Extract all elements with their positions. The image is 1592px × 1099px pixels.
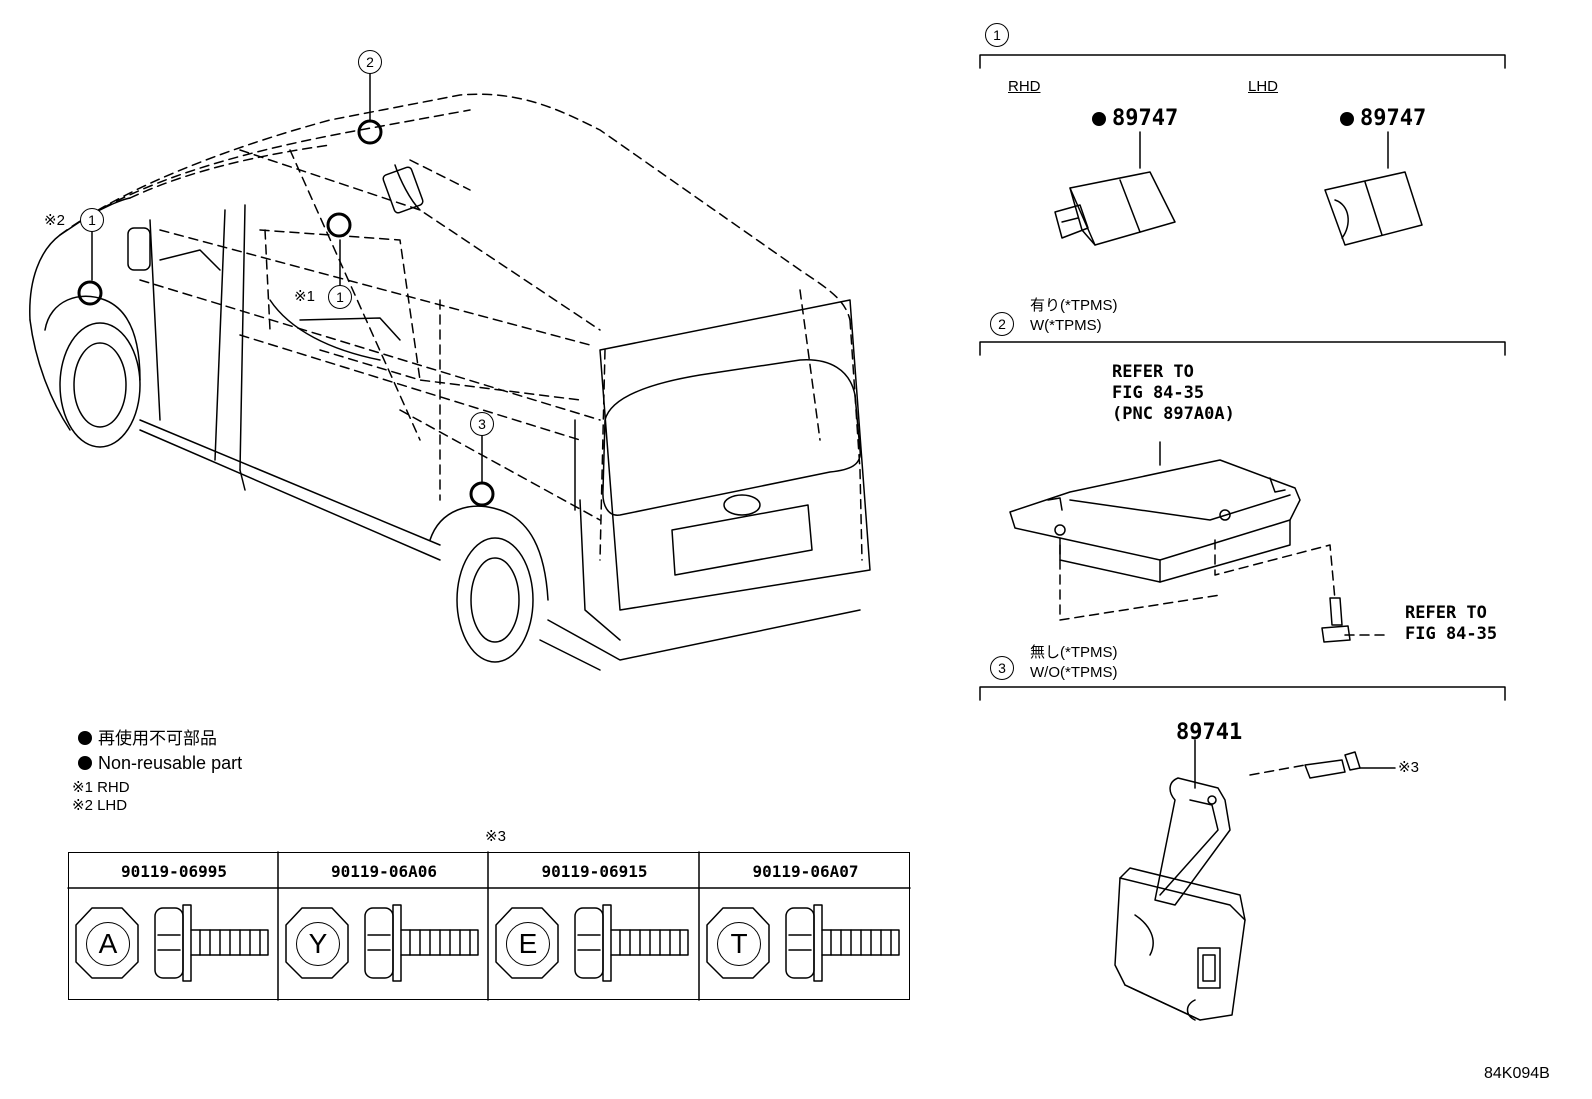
table-header-part-3[interactable]: 90119-06915 <box>541 861 648 881</box>
refer-fig-bolt[interactable]: REFER TO FIG 84-35 <box>1405 603 1498 644</box>
table-header-part-4[interactable]: 90119-06A07 <box>752 861 859 881</box>
section3-title-en: W/O(*TPMS) <box>1030 664 1118 681</box>
tpms-receiver-rhd-drawing <box>1054 131 1176 246</box>
section3-callout[interactable]: 3 <box>990 656 1014 680</box>
head-mark-letter-e: E <box>506 922 550 966</box>
table-note-mark: ※3 <box>485 828 506 845</box>
section2-title-en: W(*TPMS) <box>1030 317 1102 334</box>
figure-code: 84K094B <box>1484 1065 1550 1082</box>
section2-callout[interactable]: 2 <box>990 312 1014 336</box>
non-reusable-dot-icon <box>78 731 92 745</box>
refer-fig-ecu[interactable]: REFER TO FIG 84-35 (PNC 897A0A) <box>1112 362 1235 424</box>
callout-3-side[interactable]: 3 <box>470 412 494 436</box>
head-mark-letter-y: Y <box>296 922 340 966</box>
callout-2-top[interactable]: 2 <box>358 50 382 74</box>
bolt-parts-table: 90119-06995 90119-06A06 90119-06915 9011… <box>68 852 910 1000</box>
callout-1-rhd[interactable]: 1 <box>328 285 352 309</box>
section1-callout[interactable]: 1 <box>985 23 1009 47</box>
note-mark-rhd: ※1 <box>294 288 315 305</box>
part-number-89741[interactable]: 89741 <box>1176 720 1243 745</box>
part-number-89747-rhd[interactable]: 89747 <box>1092 108 1178 130</box>
van-dashed-outline <box>59 93 863 561</box>
bolt-section3-drawing <box>1304 751 1396 779</box>
callout-1-lhd[interactable]: 1 <box>80 208 104 232</box>
part-number-89747-lhd[interactable]: 89747 <box>1340 108 1426 130</box>
lhd-label: LHD <box>1248 78 1279 95</box>
head-mark-letter-t: T <box>717 922 761 966</box>
section3-title-jp: 無し(*TPMS) <box>1030 644 1118 661</box>
non-reusable-dot-icon <box>1092 112 1106 126</box>
tpms-ecu-drawing <box>1009 441 1301 583</box>
van-illustration <box>29 164 871 671</box>
legend-non-reusable-jp: 再使用不可部品 <box>78 730 217 747</box>
legend-note-rhd: ※1 RHD <box>72 779 130 796</box>
non-reusable-dot-icon <box>1340 112 1354 126</box>
note-mark-lhd: ※2 <box>44 212 65 229</box>
tpms-ecu-w-o-bracket-drawing <box>1114 739 1246 1021</box>
bolt-silhouettes <box>75 904 900 982</box>
table-header-part-1[interactable]: 90119-06995 <box>121 861 227 881</box>
bolt-section2-drawing <box>1321 597 1351 643</box>
legend-note-lhd: ※2 LHD <box>72 797 128 814</box>
bolt-note-mark: ※3 <box>1398 759 1419 776</box>
section2-title-jp: 有り(*TPMS) <box>1030 297 1118 314</box>
head-mark-letter-a: A <box>86 922 130 966</box>
rhd-label: RHD <box>1008 78 1041 95</box>
tpms-receiver-lhd-drawing <box>1324 131 1423 246</box>
table-header-part-2[interactable]: 90119-06A06 <box>331 861 437 881</box>
legend-non-reusable-en: Non-reusable part <box>78 754 242 772</box>
non-reusable-dot-icon <box>78 756 92 770</box>
